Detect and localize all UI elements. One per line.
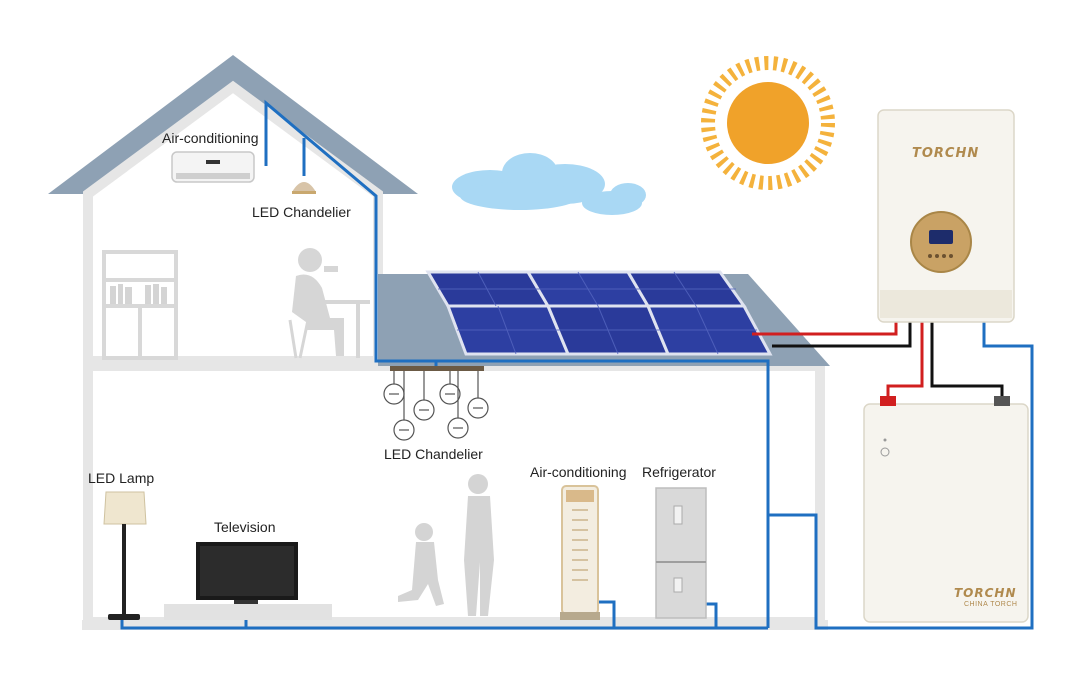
label-air-conditioning-downstairs: Air-conditioning xyxy=(530,464,627,480)
floor-lamp xyxy=(103,491,147,620)
battery-status-indicator xyxy=(880,447,890,457)
label-led-lamp: LED Lamp xyxy=(88,470,155,486)
wiring xyxy=(120,99,1034,630)
label-led-chandelier-downstairs: LED Chandelier xyxy=(384,446,483,462)
wire-blue xyxy=(264,99,770,628)
solar-panel-array xyxy=(425,270,773,356)
battery-brand-logo: TORCHN xyxy=(954,586,1017,600)
battery-pack xyxy=(863,396,1029,623)
label-air-conditioning-upstairs: Air-conditioning xyxy=(162,130,259,146)
wire-blue xyxy=(120,620,768,630)
inverter-lcd-screen xyxy=(929,230,953,244)
battery-positive-terminal xyxy=(880,396,896,406)
air-conditioner-wall-unit xyxy=(171,151,255,183)
sun-core xyxy=(721,76,815,170)
refrigerator xyxy=(655,487,707,619)
battery-negative-terminal xyxy=(994,396,1010,406)
wire-black xyxy=(930,322,1004,398)
chandelier-cluster xyxy=(383,366,489,441)
wire-blue xyxy=(598,600,616,628)
label-led-chandelier-upstairs: LED Chandelier xyxy=(252,204,351,220)
label-television: Television xyxy=(214,519,276,535)
hybrid-inverter xyxy=(877,109,1015,323)
inverter-buttons xyxy=(928,254,953,258)
house-floor xyxy=(82,620,828,630)
television xyxy=(164,542,332,620)
bookshelf xyxy=(102,250,178,360)
pendant-lamp-upstairs xyxy=(292,182,316,194)
label-refrigerator: Refrigerator xyxy=(642,464,716,480)
sun xyxy=(701,56,835,190)
family-silhouettes xyxy=(398,474,494,616)
wire-blue xyxy=(706,602,718,628)
sun-rays xyxy=(701,56,835,190)
wire-red xyxy=(886,322,924,398)
inverter-brand-logo: TORCHN xyxy=(912,146,980,161)
battery-subbrand-logo: CHINA TORCH xyxy=(964,601,1018,608)
wire-red xyxy=(752,322,898,336)
wire-black xyxy=(772,322,912,348)
books xyxy=(110,284,167,304)
standing-air-conditioner xyxy=(560,485,600,620)
reading-person-silhouette xyxy=(288,248,370,359)
wire-blue xyxy=(768,322,1034,630)
cloud xyxy=(452,153,646,215)
